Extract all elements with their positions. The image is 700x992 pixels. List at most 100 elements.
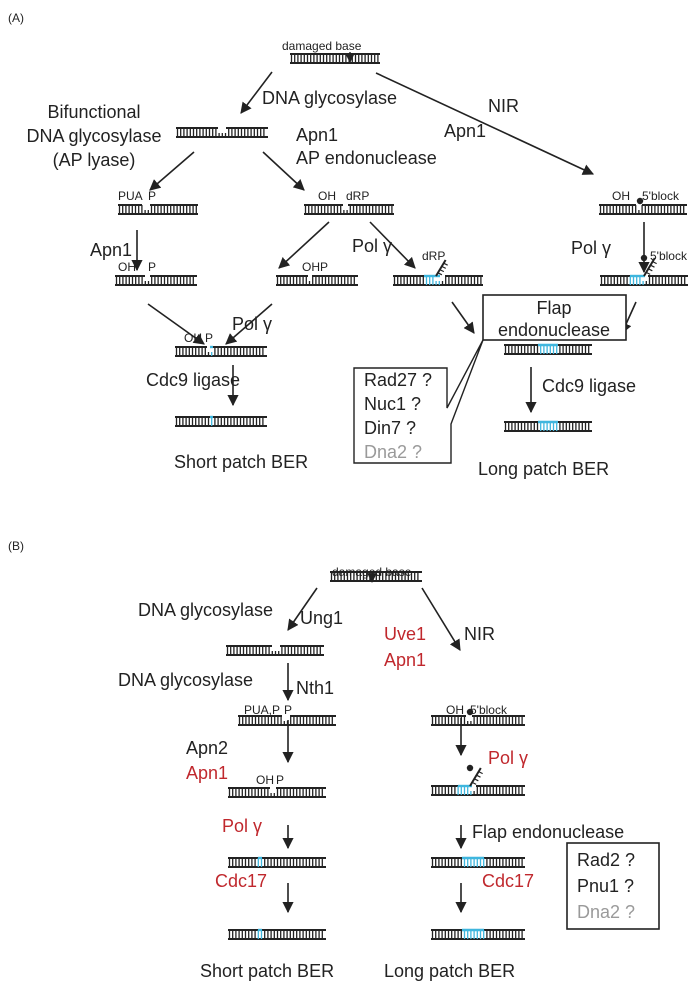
dna-long-patch-final	[504, 420, 592, 432]
dna-drp-flap	[393, 259, 483, 286]
apn1-nir-label-a: Apn1	[444, 121, 486, 141]
block-right-label-b: 5'block	[470, 703, 508, 717]
flap-label-1: Flap	[536, 298, 571, 318]
panel-b-arrows	[282, 587, 467, 914]
cdc17-right-label: Cdc17	[482, 871, 534, 891]
arrow-to-short-right	[225, 303, 273, 345]
dna-oh-p-short	[175, 345, 267, 357]
apn1-left-label-b: Apn1	[186, 763, 228, 783]
arrow-ap-lyase	[149, 151, 195, 191]
p-left-label-b: P	[276, 773, 284, 787]
dna-oh-5block-b	[431, 708, 525, 726]
flap-endonuclease-label-b: Flap endonuclease	[472, 822, 624, 842]
pol-left-label: Pol γ	[232, 314, 272, 334]
candidate-a-1: Nuc1 ?	[364, 394, 421, 414]
arrow-to-flap-left	[451, 301, 475, 334]
dna-pol-left-result	[228, 856, 326, 868]
dna-oh-5block	[599, 197, 687, 215]
dna-after-glycosylase-b	[226, 645, 324, 656]
bifunctional-label-3: (AP lyase)	[53, 150, 136, 170]
panel-a: (A) damaged base DNA glycosylase NIR Apn…	[8, 11, 688, 479]
dna-5block-flap	[600, 254, 688, 286]
candidate-b-0: Rad2 ?	[577, 850, 635, 870]
panel-a-arrows	[131, 71, 650, 414]
arrow-pol-mid-right	[369, 221, 416, 269]
dna-oh-p-b	[228, 787, 326, 798]
dna-long-patch-b	[431, 928, 525, 940]
pol-mid-label: Pol γ	[352, 236, 392, 256]
p-left2-label: P	[148, 260, 156, 274]
pua-label-a: PUA	[118, 189, 143, 203]
block-right-label-a: 5'block	[642, 189, 680, 203]
arrow-ap-endonuclease	[262, 151, 305, 191]
short-patch-label-a: Short patch BER	[174, 452, 308, 472]
arrow-ung1	[287, 587, 318, 631]
bifunctional-label-1: Bifunctional	[47, 102, 140, 122]
apn2-label: Apn2	[186, 738, 228, 758]
dna-flap-cut-b	[431, 856, 525, 868]
pua-p-label-b: PUA,P	[244, 703, 280, 717]
candidate-b-2: Dna2 ?	[577, 902, 635, 922]
bifunctional-label-2: DNA glycosylase	[26, 126, 161, 146]
ohp-mid-label: OHP	[302, 260, 328, 274]
drp-flap-label: dRP	[422, 249, 445, 263]
pol-right-label: Pol γ	[571, 238, 611, 258]
damaged-base-label-b: damaged base	[332, 565, 412, 579]
flap-endonuclease-box	[482, 294, 627, 341]
dna-short-patch-b	[228, 928, 326, 940]
arrow-to-short-left	[147, 303, 205, 345]
dna-glycosylase-label-a: DNA glycosylase	[262, 88, 397, 108]
short-patch-label-b: Short patch BER	[200, 961, 334, 981]
dna-flap-cut	[504, 343, 592, 355]
dna-flap-b	[431, 764, 525, 796]
p-short-label: P	[205, 331, 213, 345]
arrow-nir	[375, 72, 595, 175]
arrow-glycosylase	[240, 71, 273, 114]
pol-right-label-b: Pol γ	[488, 748, 528, 768]
oh-left2-label: OH	[118, 260, 136, 274]
candidate-a-3: Dna2 ?	[364, 442, 422, 462]
p-label-b: P	[284, 703, 292, 717]
ung1-label: Ung1	[300, 608, 343, 628]
dna-damaged-a	[290, 52, 380, 64]
cdc9-right-label: Cdc9 ligase	[542, 376, 636, 396]
candidates-callout-a	[353, 339, 484, 464]
dna-pua-p	[118, 204, 198, 215]
apn1-left-label: Apn1	[90, 240, 132, 260]
oh-right-label-b: OH	[446, 703, 464, 717]
nir-label-a: NIR	[488, 96, 519, 116]
panel-a-dna-strands	[115, 52, 688, 432]
p-label-a: P	[148, 189, 156, 203]
candidate-a-2: Din7 ?	[364, 418, 416, 438]
block-right2-label: 5'block	[650, 249, 688, 263]
long-patch-label-b: Long patch BER	[384, 961, 515, 981]
dna-after-glycosylase-a	[176, 127, 268, 138]
dna-oh-drp	[304, 204, 394, 215]
panel-b: (B) damaged base DNA glycosylase Ung1 Uv…	[8, 539, 660, 981]
dna-glycosylase-label-b1: DNA glycosylase	[138, 600, 273, 620]
oh-short-label: OH	[184, 331, 202, 345]
cdc9-left-label: Cdc9 ligase	[146, 370, 240, 390]
damaged-base-label-a: damaged base	[282, 39, 362, 53]
candidates-box-b	[566, 842, 660, 930]
dna-oh-p-left	[115, 275, 197, 286]
flap-label-2: endonuclease	[498, 320, 610, 340]
apn1-red-label: Apn1	[384, 650, 426, 670]
oh-left-label-b: OH	[256, 773, 274, 787]
long-patch-label-a: Long patch BER	[478, 459, 609, 479]
oh-mid-label: OH	[318, 189, 336, 203]
ap-endonuclease-label: AP endonuclease	[296, 148, 437, 168]
candidate-a-0: Rad27 ?	[364, 370, 432, 390]
candidate-b-1: Pnu1 ?	[577, 876, 634, 896]
nth1-label: Nth1	[296, 678, 334, 698]
panel-a-label: (A)	[8, 11, 24, 25]
oh-right-label-a: OH	[612, 189, 630, 203]
apn1-top-label: Apn1	[296, 125, 338, 145]
dna-pua-p-b	[238, 715, 336, 726]
dna-ohp-mid	[276, 275, 358, 286]
arrow-pol-mid-left	[278, 221, 330, 269]
dna-short-patch-final	[175, 415, 267, 427]
panel-b-label: (B)	[8, 539, 24, 553]
pol-left-label-b: Pol γ	[222, 816, 262, 836]
